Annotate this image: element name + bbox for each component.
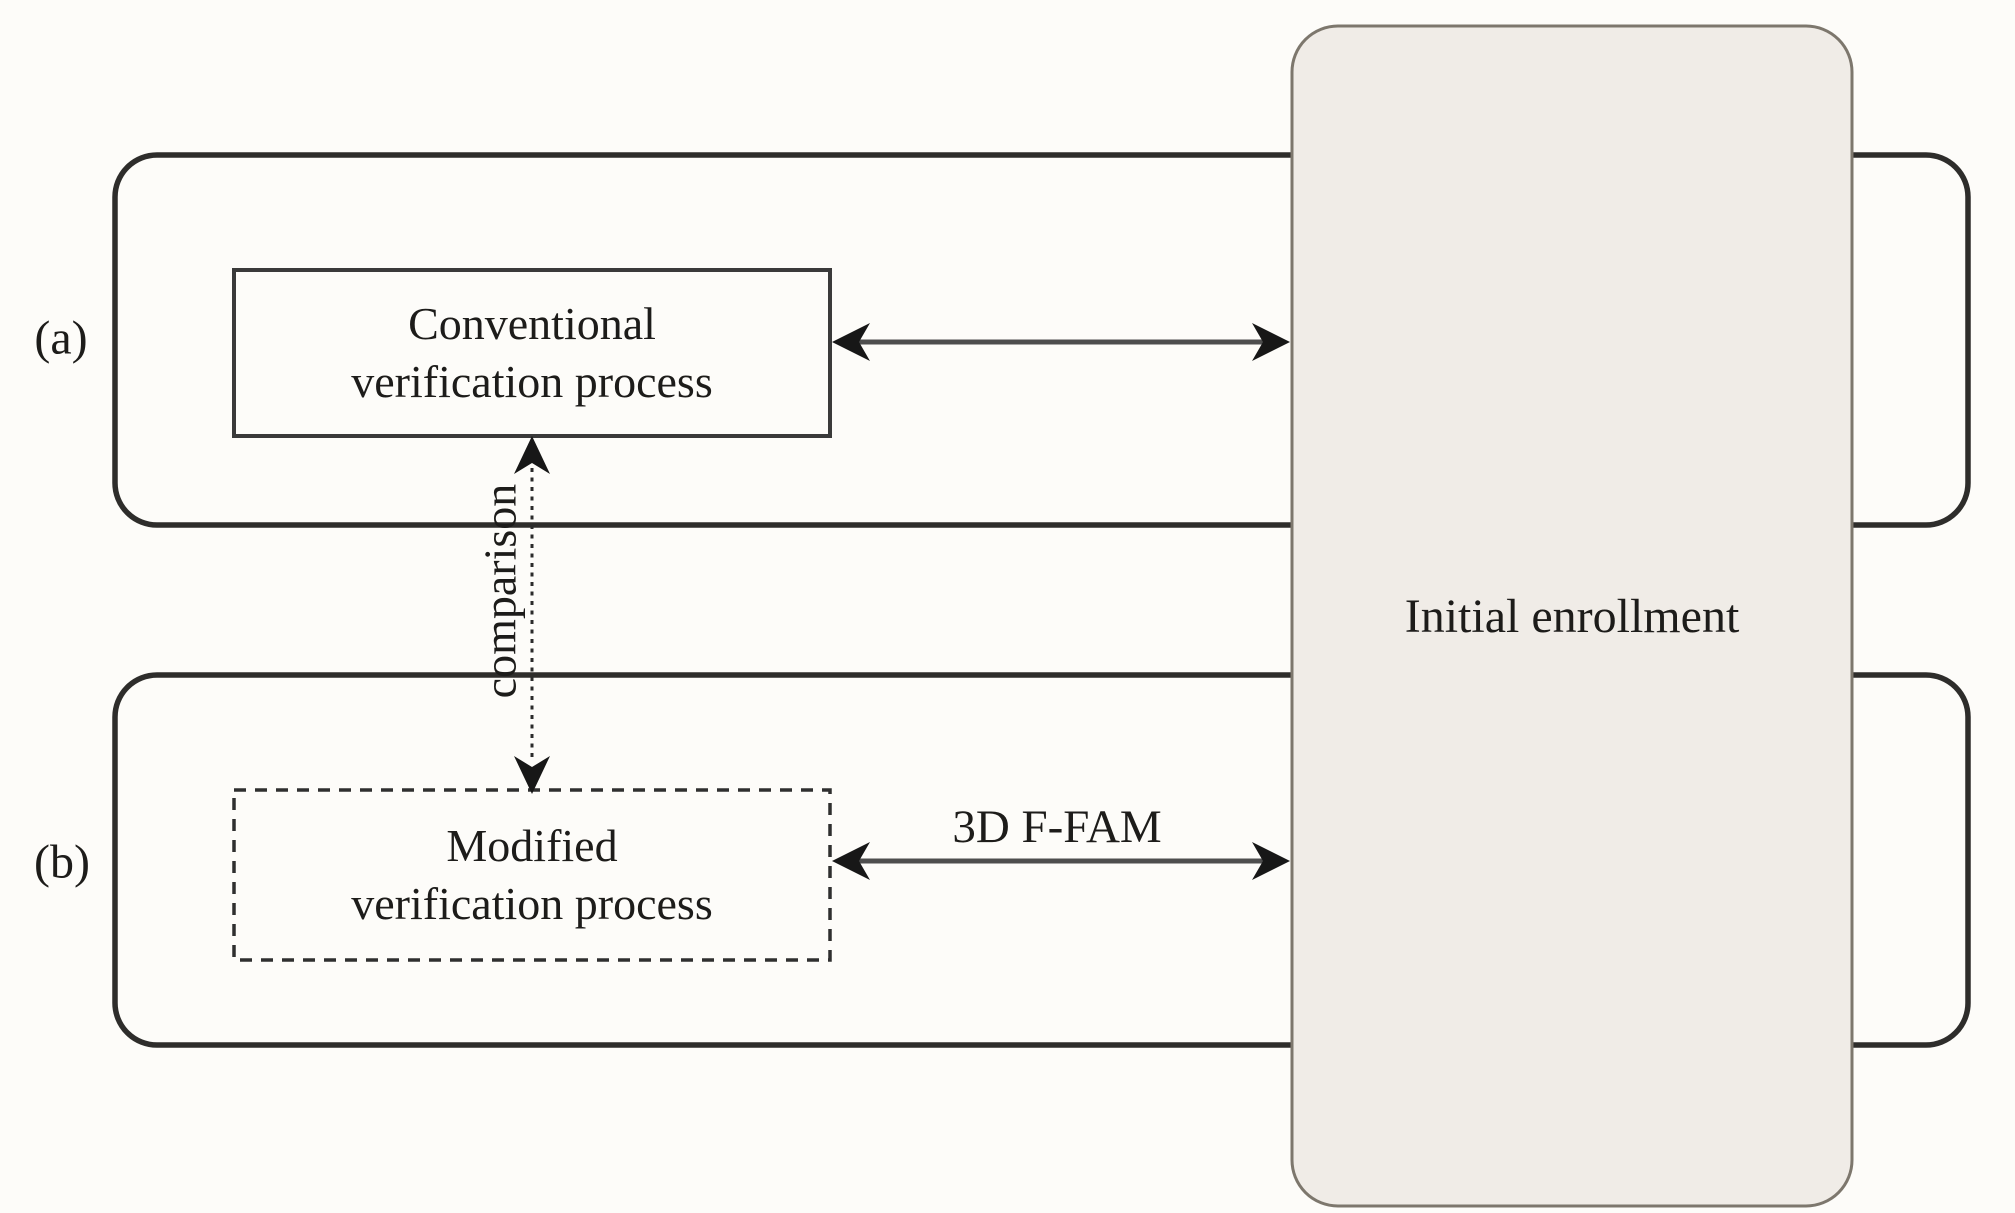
modified-process-line2: verification process	[351, 878, 713, 929]
initial-enrollment-text: Initial enrollment	[1404, 589, 1740, 643]
conventional-initial-arrow	[832, 323, 1290, 361]
ffam-label: 3D F-FAM	[952, 801, 1162, 853]
panel-a-label: (a)	[34, 311, 88, 365]
modified-process-line1: Modified	[446, 820, 618, 872]
arrowhead-up-icon	[514, 436, 550, 474]
panel-a-frame	[112, 152, 1971, 528]
conventional-process-line2: verification process	[351, 356, 713, 407]
arrowhead-left-icon	[832, 842, 870, 880]
conventional-process-label: Conventional verification process	[234, 270, 830, 436]
comparison-arrow	[514, 436, 550, 794]
ffam-arrow	[832, 842, 1290, 880]
modified-process-label: Modified verification process	[234, 790, 830, 960]
comparison-label: comparison	[474, 483, 526, 699]
arrowhead-down-icon	[514, 756, 550, 794]
conventional-process-line1: Conventional	[408, 298, 656, 350]
initial-enrollment-label: Initial enrollment	[1292, 26, 1852, 1206]
initial-enrollment-box	[1290, 24, 1854, 1208]
panel-b-frame	[112, 672, 1971, 1048]
panel-b-label: (b)	[34, 835, 90, 889]
arrowhead-left-icon	[832, 323, 870, 361]
arrowhead-right-icon	[1252, 323, 1290, 361]
arrowhead-right-icon	[1252, 842, 1290, 880]
